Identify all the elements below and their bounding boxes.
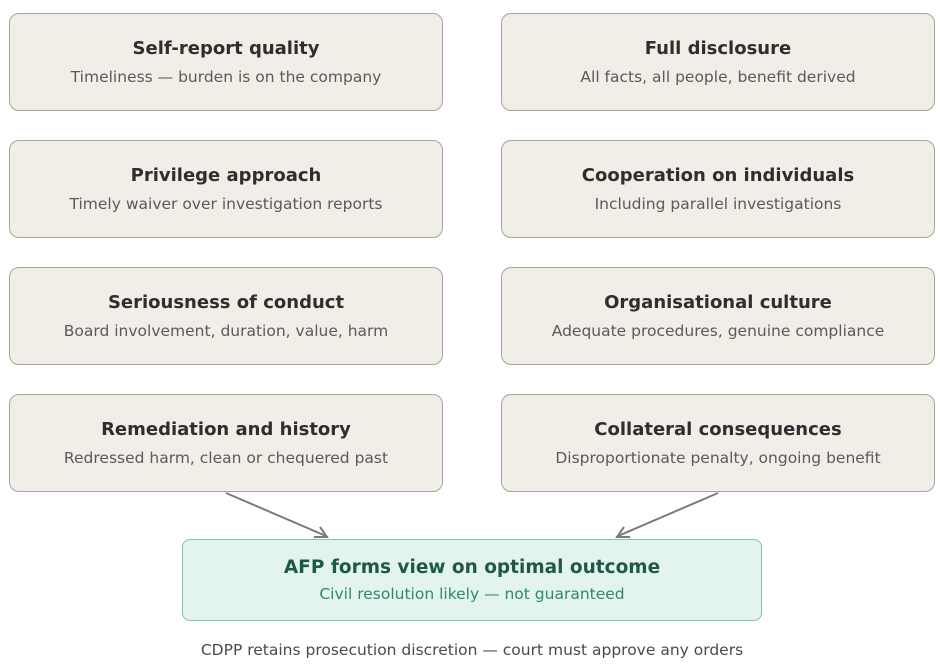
outcome-box: AFP forms view on optimal outcome Civil …: [182, 539, 762, 621]
factor-box-full-disclosure: Full disclosure All facts, all people, b…: [501, 13, 935, 111]
factor-title: Seriousness of conduct: [107, 292, 345, 313]
factor-title: Remediation and history: [101, 419, 351, 440]
factor-title: Privilege approach: [130, 165, 322, 186]
factor-subtitle: Including parallel investigations: [594, 195, 842, 213]
factor-title: Cooperation on individuals: [581, 165, 855, 186]
factor-title: Organisational culture: [604, 292, 832, 313]
factor-box-collateral-consequences: Collateral consequences Disproportionate…: [501, 394, 935, 492]
factor-subtitle: Adequate procedures, genuine compliance: [551, 322, 885, 340]
factor-box-self-report-quality: Self-report quality Timeliness — burden …: [9, 13, 443, 111]
factor-subtitle: All facts, all people, benefit derived: [580, 68, 856, 86]
footnote: CDPP retains prosecution discretion — co…: [200, 641, 744, 659]
factor-subtitle: Timely waiver over investigation reports: [69, 195, 383, 213]
factor-subtitle: Redressed harm, clean or chequered past: [63, 449, 389, 467]
factor-box-organisational-culture: Organisational culture Adequate procedur…: [501, 267, 935, 365]
arrow-left-to-outcome: [225, 492, 329, 538]
factor-box-privilege-approach: Privilege approach Timely waiver over in…: [9, 140, 443, 238]
factor-subtitle: Disproportionate penalty, ongoing benefi…: [555, 449, 881, 467]
factor-title: Self-report quality: [132, 38, 320, 59]
outcome-subtitle: Civil resolution likely — not guaranteed: [319, 585, 625, 603]
arrow-right-to-outcome: [615, 492, 719, 538]
factor-box-cooperation-on-individuals: Cooperation on individuals Including par…: [501, 140, 935, 238]
factor-subtitle: Board involvement, duration, value, harm: [63, 322, 389, 340]
factor-subtitle: Timeliness — burden is on the company: [70, 68, 382, 86]
factor-box-remediation-and-history: Remediation and history Redressed harm, …: [9, 394, 443, 492]
factor-title: Collateral consequences: [594, 419, 842, 440]
factor-box-seriousness-of-conduct: Seriousness of conduct Board involvement…: [9, 267, 443, 365]
outcome-title: AFP forms view on optimal outcome: [283, 557, 661, 578]
factor-title: Full disclosure: [644, 38, 792, 59]
